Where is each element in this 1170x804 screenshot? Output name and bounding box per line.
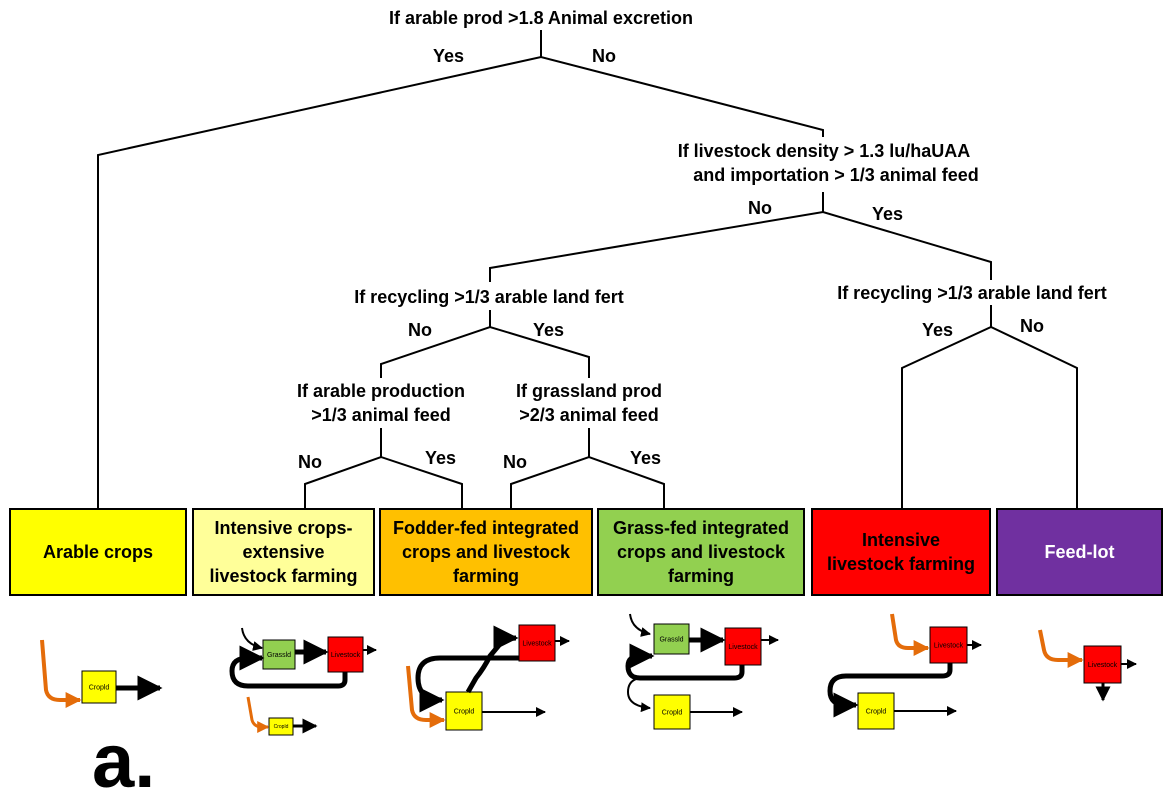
branch-label-yes: Yes <box>922 320 954 340</box>
question-recycling-right-text: If recycling >1/3 arable land fert <box>837 283 1107 303</box>
question-recycling-right: If recycling >1/3 arable land fert <box>812 281 1132 305</box>
input-flow-arrow <box>629 613 651 637</box>
tree-line <box>304 455 463 508</box>
tree-line <box>97 55 824 508</box>
manure-flow-arrow <box>625 643 745 681</box>
category-label: Intensive livestock farming <box>826 530 976 574</box>
category-box-intensive-livestock: Intensive livestock farming <box>811 508 991 596</box>
manure-flow-arrow <box>626 677 651 713</box>
category-label: Feed-lot <box>1044 542 1115 562</box>
grassland-node-label: Grassld <box>659 636 683 643</box>
branch-label-yes: Yes <box>433 46 465 66</box>
manure-flow-arrow <box>415 655 519 713</box>
grassland-node-label: Grassld <box>267 652 291 659</box>
tree-line <box>489 210 992 282</box>
branch-label-yes: Yes <box>630 448 662 468</box>
question-grassland-prod-line2: >2/3 animal feed <box>519 405 659 425</box>
livestock-node <box>518 624 556 662</box>
input-flow-arrow <box>406 665 446 728</box>
input-flow-arrow <box>1038 629 1084 668</box>
input-flow-arrow <box>890 613 930 656</box>
question-root: If arable prod >1.8 Animal excretion <box>351 6 731 30</box>
category-label: Fodder-fed integrated crops and livestoc… <box>392 518 579 586</box>
cropland-node <box>653 694 691 730</box>
livestock-node-label: Livestock <box>728 644 758 651</box>
livestock-node-label: Livestock <box>522 640 552 647</box>
question-arable-production-line2: >1/3 animal feed <box>311 405 451 425</box>
manure-flow-arrow <box>827 663 953 718</box>
category-box-intensive-crops-extensive-livestock: Intensive crops-extensive livestock farm… <box>192 508 375 596</box>
branch-label-no: No <box>1020 316 1044 336</box>
tree-line <box>380 325 590 378</box>
question-livestock-density-line2: and importation > 1/3 animal feed <box>693 165 979 185</box>
category-box-feed-lot: Feed-lot <box>996 508 1163 596</box>
branch-label-no: No <box>503 452 527 472</box>
category-label: Grass-fed integrated crops and livestock… <box>612 518 790 586</box>
question-livestock-density: If livestock density > 1.3 lu/haUAA and … <box>656 139 992 187</box>
branch-label-no: No <box>592 46 616 66</box>
input-flow-arrow <box>246 696 270 733</box>
manure-flow-arrow <box>229 645 348 689</box>
livestock-node-label: Livestock <box>1088 662 1118 669</box>
livestock-node-label: Livestock <box>934 642 964 649</box>
question-grassland-prod: If grassland prod >2/3 animal feed <box>496 379 682 427</box>
question-livestock-density-line1: If livestock density > 1.3 lu/haUAA <box>677 141 971 161</box>
branch-label-yes: Yes <box>533 320 565 340</box>
question-recycling-left-text: If recycling >1/3 arable land fert <box>354 287 624 307</box>
input-flow-arrow <box>241 627 263 651</box>
cropland-node-label: Cropld <box>89 684 110 691</box>
branch-label-yes: Yes <box>425 448 457 468</box>
branch-label-no: No <box>298 452 322 472</box>
question-recycling-left: If recycling >1/3 arable land fert <box>314 285 664 309</box>
tree-line <box>901 325 1078 508</box>
category-box-fodder-fed: Fodder-fed integrated crops and livestoc… <box>379 508 593 596</box>
livestock-node <box>724 627 762 666</box>
question-grassland-prod-line1: If grassland prod <box>515 381 663 401</box>
livestock-node <box>1083 645 1122 684</box>
category-box-grass-fed: Grass-fed integrated crops and livestock… <box>597 508 805 596</box>
branch-label-no: No <box>408 320 432 340</box>
category-box-arable-crops: Arable crops <box>9 508 187 596</box>
question-arable-production-line1: If arable production <box>296 381 465 401</box>
category-label: Intensive crops-extensive livestock farm… <box>209 518 358 586</box>
tree-line <box>510 455 665 508</box>
cropland-node-label: Cropld <box>454 708 475 715</box>
question-arable-production: If arable production >1/3 animal feed <box>276 379 486 427</box>
panel-label: a. <box>92 719 156 804</box>
livestock-node-label: Livestock <box>331 652 361 659</box>
feed-flow-arrow <box>465 625 519 694</box>
category-label: Arable crops <box>42 542 154 562</box>
question-root-text: If arable prod >1.8 Animal excretion <box>389 8 693 28</box>
cropland-node <box>857 692 895 730</box>
cropland-node-label: Cropld <box>274 724 289 730</box>
branch-label-no: No <box>748 198 772 218</box>
cropland-node-label: Cropld <box>662 709 683 716</box>
input-flow-arrow <box>40 639 82 708</box>
branch-label-yes: Yes <box>872 204 904 224</box>
cropland-node-label: Cropld <box>866 708 887 715</box>
